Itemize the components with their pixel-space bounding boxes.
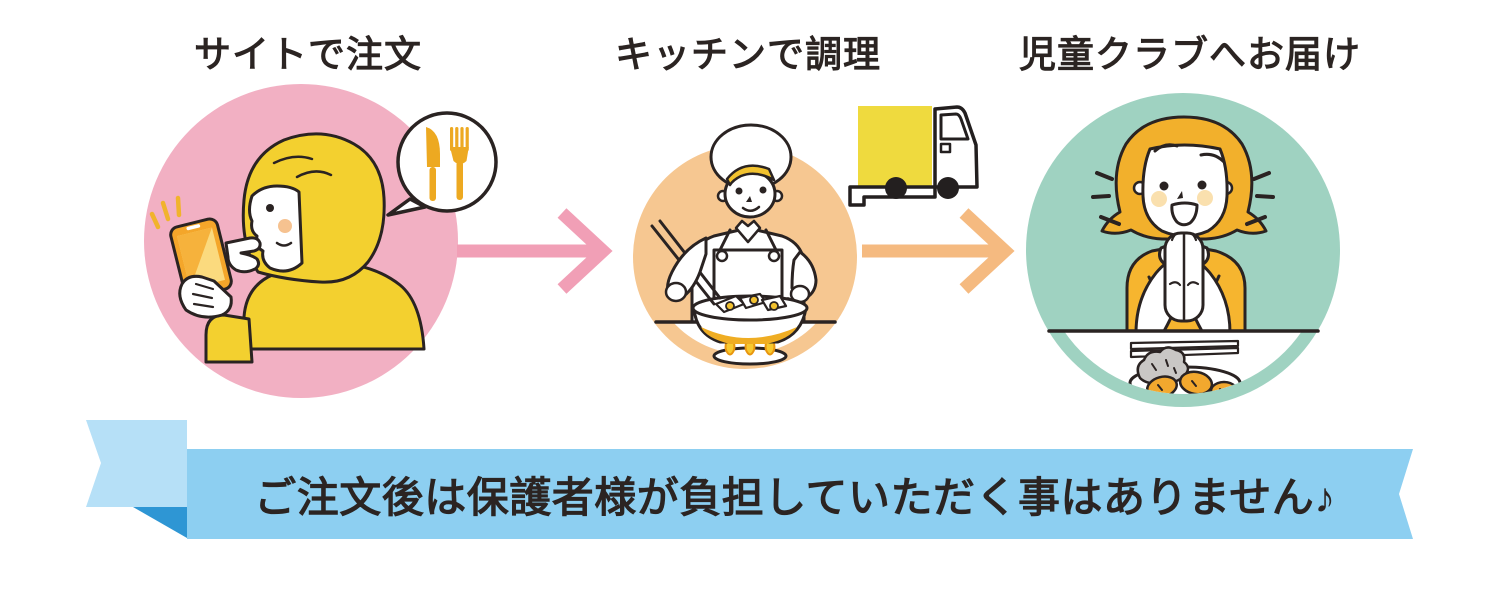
step2-title: キッチンで調理 bbox=[615, 34, 881, 75]
ribbon-band bbox=[187, 449, 1413, 539]
knife-icon bbox=[426, 127, 440, 201]
ribbon-banner bbox=[86, 420, 1413, 539]
step1-title: サイトで注文 bbox=[194, 34, 422, 75]
arrow-step1-to-step2 bbox=[457, 208, 613, 294]
pointing-hand bbox=[224, 236, 262, 274]
child-illustration bbox=[1091, 115, 1275, 335]
arrow-step2-to-step3 bbox=[862, 208, 1015, 294]
excitement-lines bbox=[1091, 171, 1275, 226]
truck-wheel bbox=[885, 177, 907, 199]
step1-illustration bbox=[144, 84, 498, 398]
speech-bubble bbox=[386, 111, 498, 217]
chef-hair-fringe bbox=[725, 164, 776, 187]
ribbon-fold bbox=[133, 507, 187, 538]
banner-text: ご注文後は保護者様が負担していただく事はありません♪ bbox=[254, 473, 1336, 521]
truck-window bbox=[939, 112, 970, 141]
woman-illustration bbox=[149, 132, 426, 364]
delivery-truck-icon bbox=[848, 105, 979, 207]
woman-sleeve bbox=[204, 313, 254, 364]
step2-illustration bbox=[633, 123, 857, 369]
praying-hands bbox=[1163, 231, 1205, 323]
ribbon-tail bbox=[86, 420, 187, 507]
collar bbox=[734, 219, 762, 244]
step3-title: 児童クラブへお届け bbox=[1019, 34, 1361, 75]
fork-icon bbox=[450, 127, 469, 200]
frying-pan bbox=[691, 292, 809, 366]
step3-illustration bbox=[1026, 93, 1340, 407]
smartphone bbox=[169, 217, 233, 299]
child-face bbox=[1141, 143, 1229, 238]
truck-wheel bbox=[937, 177, 959, 199]
sparkle-icon bbox=[149, 195, 182, 230]
truck-cargo bbox=[858, 106, 932, 186]
open-smile-mouth bbox=[1170, 201, 1199, 227]
woman-face bbox=[248, 184, 304, 273]
